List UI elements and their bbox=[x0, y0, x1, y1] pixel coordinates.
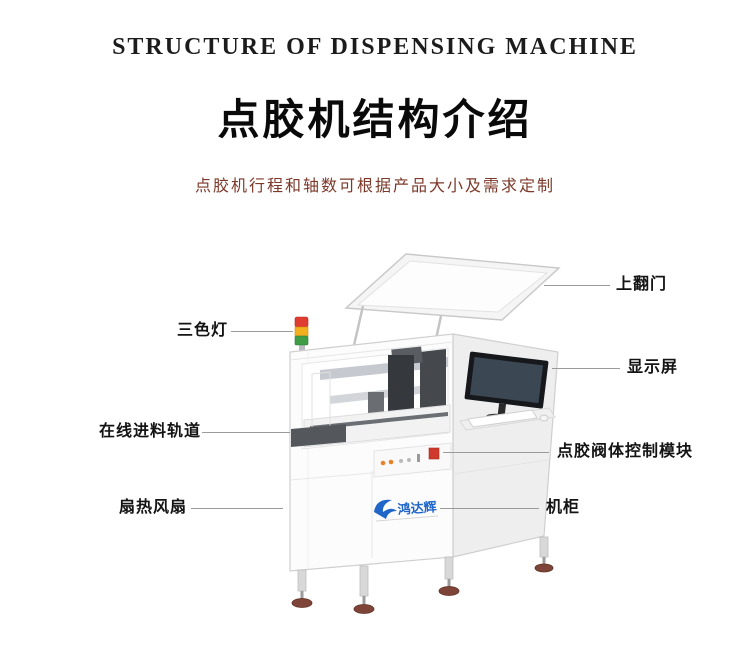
work-area-graphic bbox=[301, 346, 451, 450]
brand-logo: 鸿达辉 bbox=[374, 499, 439, 522]
leader-line-tricolor-light bbox=[231, 331, 293, 332]
valve-control-module-graphic bbox=[373, 442, 452, 478]
callout-top-door: 上翻门 bbox=[616, 276, 668, 293]
callout-cooling-fan: 扇热风扇 bbox=[119, 499, 188, 516]
leader-line-top-door bbox=[544, 285, 610, 286]
display-screen-graphic bbox=[464, 351, 549, 422]
keyboard-graphic bbox=[459, 407, 556, 431]
title-en: STRUCTURE OF DISPENSING MACHINE bbox=[112, 34, 638, 60]
callout-tricolor-light: 三色灯 bbox=[177, 322, 229, 339]
callout-valve-control-module: 点胶阀体控制模块 bbox=[557, 443, 694, 460]
callout-display-screen: 显示屏 bbox=[627, 359, 679, 376]
callout-inline-feed-track: 在线进料轨道 bbox=[99, 423, 202, 440]
subtitle: 点胶机行程和轴数可根据产品大小及需求定制 bbox=[194, 178, 555, 195]
leader-line-display-screen bbox=[552, 368, 620, 369]
brand-text: 鸿达辉 bbox=[397, 499, 437, 517]
title-zh: 点胶机结构介绍 bbox=[217, 96, 533, 143]
leader-line-cooling-fan bbox=[191, 508, 283, 509]
tricolor-light-graphic bbox=[294, 316, 309, 355]
leader-line-cabinet bbox=[440, 508, 539, 509]
leader-line-feed-track bbox=[202, 432, 290, 433]
feed-track-graphic bbox=[291, 424, 346, 447]
leader-line-valve-module bbox=[443, 452, 549, 453]
callout-cabinet: 机柜 bbox=[546, 499, 581, 516]
machine-feet-graphic bbox=[291, 536, 554, 614]
